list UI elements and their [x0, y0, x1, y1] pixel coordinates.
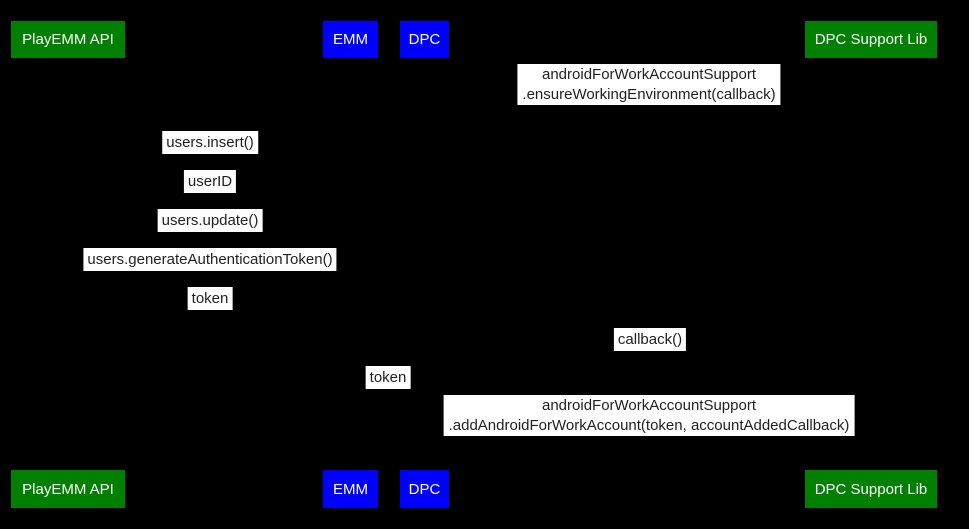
message-line: .ensureWorkingEnvironment(callback)	[522, 85, 776, 103]
participant-dpc-support-lib-bottom: DPC Support Lib	[805, 470, 937, 508]
message-users-insert: users.insert()	[162, 131, 258, 154]
message-token-to-dpc: token	[365, 366, 411, 389]
message-add-android-for-work-account: androidForWorkAccountSupport .addAndroid…	[443, 395, 855, 436]
message-user-id: userID	[183, 170, 237, 193]
participant-emm-bottom: EMM	[323, 470, 378, 508]
message-line: androidForWorkAccountSupport	[542, 397, 756, 414]
participant-playemm-api-top: PlayEMM API	[11, 21, 125, 58]
message-callback: callback()	[613, 328, 687, 351]
message-line: .addAndroidForWorkAccount(token, account…	[448, 416, 850, 434]
message-ensure-working-environment: androidForWorkAccountSupport .ensureWork…	[517, 64, 781, 105]
participant-dpc-bottom: DPC	[400, 470, 449, 508]
participant-dpc-support-lib-top: DPC Support Lib	[805, 21, 937, 58]
message-token-to-playemm: token	[187, 287, 233, 310]
participant-emm-top: EMM	[323, 21, 378, 58]
message-users-update: users.update()	[157, 209, 263, 232]
participant-playemm-api-bottom: PlayEMM API	[11, 470, 125, 508]
message-generate-authentication-token: users.generateAuthenticationToken()	[83, 248, 337, 271]
participant-dpc-top: DPC	[400, 21, 449, 58]
message-line: androidForWorkAccountSupport	[541, 66, 756, 83]
